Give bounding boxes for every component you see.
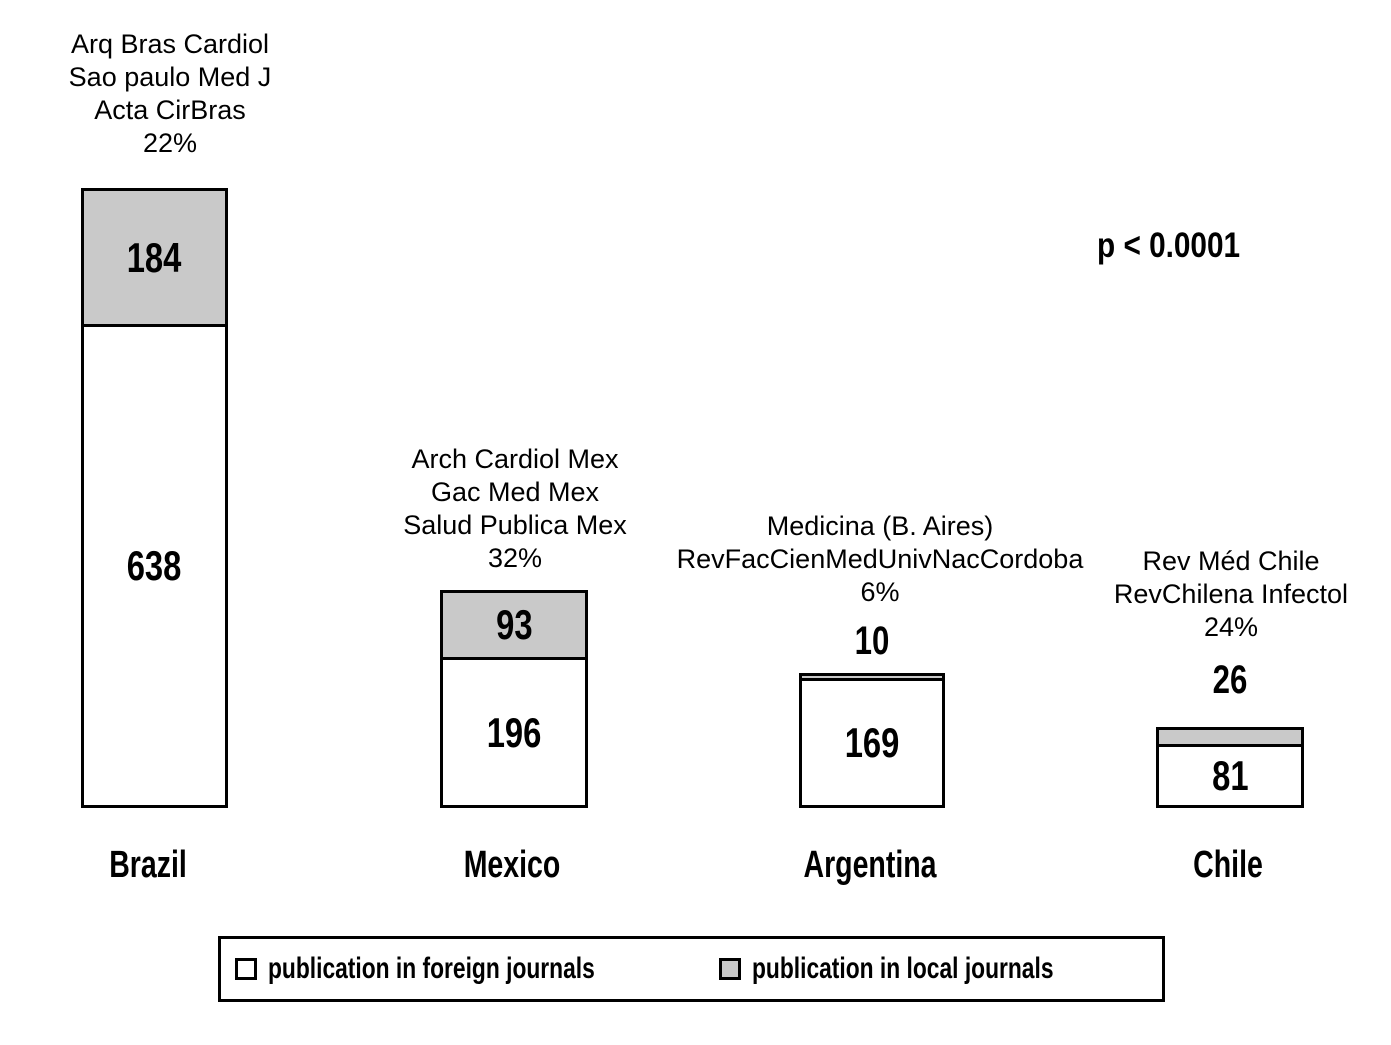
category-label-brazil: Brazil	[108, 844, 187, 886]
journal-name: Medicina (B. Aires)	[766, 511, 994, 541]
journal-name: Gac Med Mex	[430, 477, 600, 507]
annotation-argentina: Medicina (B. Aires)RevFacCienMedUnivNacC…	[645, 510, 1115, 609]
bar-value-foreign-brazil: 638	[127, 542, 182, 589]
legend-swatch-foreign-icon	[235, 958, 257, 980]
bar-value-local-argentina: 10	[854, 619, 890, 663]
bar-argentina: 169	[799, 673, 945, 808]
bar-segment-foreign-brazil: 638	[84, 327, 225, 805]
bar-value-foreign-argentina: 169	[844, 719, 900, 766]
bar-segment-local-argentina	[802, 676, 942, 681]
category-label-mexico: Mexico	[463, 844, 561, 886]
bar-chile: 81	[1156, 727, 1304, 808]
bar-segment-foreign-argentina: 169	[802, 681, 942, 805]
journal-name: Rev Méd Chile	[1142, 546, 1320, 576]
bar-value-local-mexico: 93	[495, 601, 533, 648]
bar-mexico: 93 196	[440, 590, 588, 808]
journal-name: Sao paulo Med J	[68, 62, 272, 92]
bar-segment-foreign-chile: 81	[1159, 747, 1301, 805]
legend-label-local: publication in local journals	[752, 952, 1054, 985]
p-value-annotation: p < 0.0001	[1097, 226, 1241, 265]
journal-name: Salud Publica Mex	[403, 510, 627, 540]
local-percent-label: 6%	[860, 577, 900, 607]
bar-segment-local-chile	[1159, 730, 1301, 747]
journal-name: RevFacCienMedUnivNacCordoba	[676, 544, 1084, 574]
bar-segment-foreign-mexico: 196	[443, 660, 585, 805]
bar-segment-local-brazil: 184	[84, 191, 225, 327]
bar-value-foreign-mexico: 196	[486, 708, 542, 756]
journal-name: Acta CirBras	[94, 95, 246, 125]
bar-value-local-brazil: 184	[127, 233, 182, 281]
journal-name: Arch Cardiol Mex	[411, 444, 619, 474]
local-percent-label: 24%	[1203, 612, 1259, 642]
category-label-chile: Chile	[1193, 844, 1263, 886]
legend-label-foreign: publication in foreign journals	[268, 952, 595, 985]
legend-swatch-local-icon	[719, 958, 741, 980]
legend: publication in foreign journals publicat…	[218, 936, 1165, 1002]
bar-brazil: 184 638	[81, 188, 228, 808]
bar-value-foreign-chile: 81	[1211, 752, 1249, 799]
journal-name: RevChilena Infectol	[1113, 579, 1349, 609]
category-label-argentina: Argentina	[803, 844, 937, 886]
local-percent-label: 22%	[142, 128, 198, 158]
legend-entry-foreign: publication in foreign journals	[235, 939, 698, 999]
bar-segment-local-mexico: 93	[443, 593, 585, 660]
bar-value-local-chile: 26	[1212, 658, 1248, 702]
legend-entry-local: publication in local journals	[719, 939, 1149, 999]
local-percent-label: 32%	[487, 543, 543, 573]
journal-name: Arq Bras Cardiol	[70, 29, 270, 59]
